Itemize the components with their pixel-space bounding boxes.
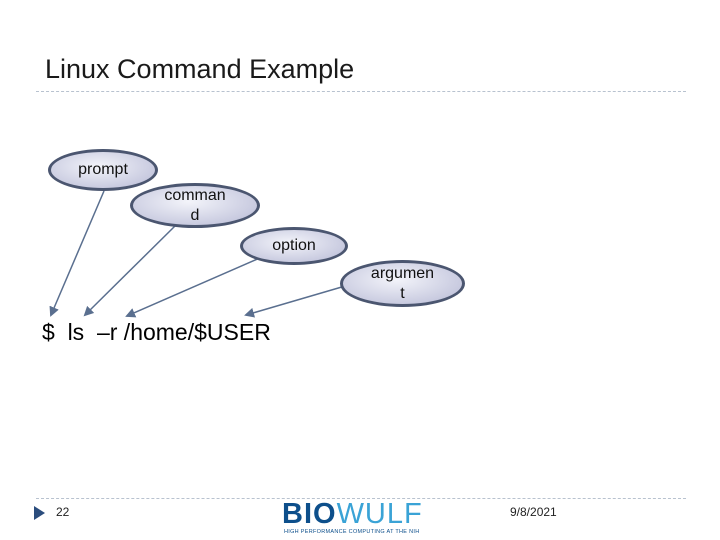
command-line: $ ls –r /home/$USER xyxy=(42,319,271,345)
callout-command: comman d xyxy=(130,183,260,228)
slide-title: Linux Command Example xyxy=(45,54,355,84)
prompt-arrow xyxy=(49,190,105,317)
command-arrow xyxy=(83,225,176,317)
footer-divider xyxy=(36,498,686,499)
slide-date: 9/8/2021 xyxy=(510,505,557,519)
callout-option: option xyxy=(240,227,348,265)
triangle-bullet-icon xyxy=(34,506,45,520)
biowulf-logo: BIOWULF HIGH PERFORMANCE COMPUTING AT TH… xyxy=(282,498,432,538)
logo-word-bio: BIO xyxy=(282,498,337,530)
logo-word-wulf: WULF xyxy=(336,498,423,530)
argument-arrow xyxy=(244,283,353,318)
logo-wordmark: BIOWULF xyxy=(282,498,423,530)
callout-argument: argumen t xyxy=(340,260,465,307)
title-divider xyxy=(36,91,686,92)
option-arrow xyxy=(125,256,263,318)
logo-tagline: HIGH PERFORMANCE COMPUTING AT THE NIH xyxy=(284,529,420,535)
callout-prompt: prompt xyxy=(48,149,158,191)
page-number: 22 xyxy=(56,505,70,519)
